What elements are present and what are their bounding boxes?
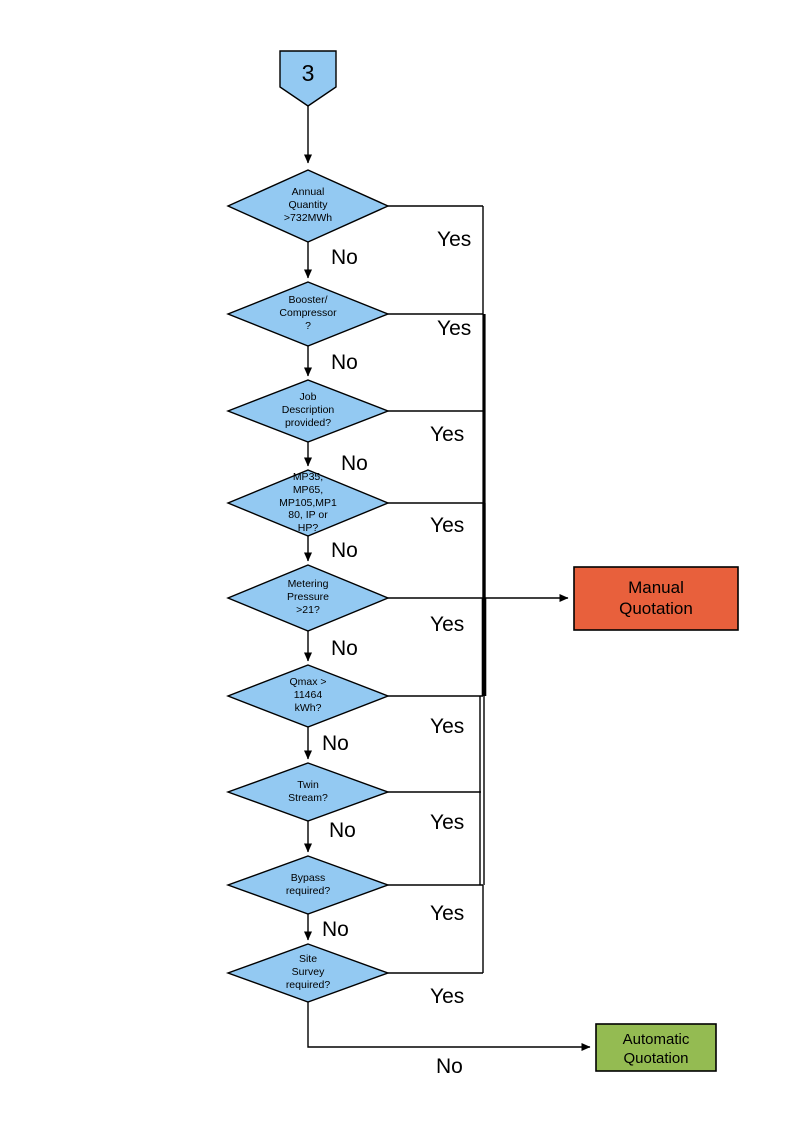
branch-label-yes-mp-pressure-tier: Yes <box>430 514 465 537</box>
decision-booster-compressor-shape <box>226 281 390 347</box>
branch-label-yes-qmax: Yes <box>430 715 465 738</box>
branch-label-yes-bypass-required: Yes <box>430 902 465 925</box>
terminal-automatic-quotation-shape <box>595 1023 717 1072</box>
start-connector-label: 3 <box>301 60 315 86</box>
decision-annual-quantity-shape <box>226 169 390 243</box>
terminal-automatic-quotation-label: Automatic Quotation <box>622 1031 690 1067</box>
decision-job-description-shape <box>226 379 390 443</box>
branch-label-no-annual-quantity: No <box>331 246 358 269</box>
branch-label-yes-job-description: Yes <box>430 423 465 446</box>
branch-label-no-twin-stream: No <box>329 819 356 842</box>
start-connector-shape <box>279 50 337 107</box>
branch-label-no-booster-compressor: No <box>331 351 358 374</box>
edge-no-site-survey-to-automatic <box>307 1002 591 1051</box>
decision-mp-pressure-tier-shape <box>226 469 390 537</box>
branch-label-yes-twin-stream: Yes <box>430 811 465 834</box>
branch-label-yes-annual-quantity: Yes <box>437 228 472 251</box>
branch-label-yes-site-survey: Yes <box>430 985 465 1008</box>
decision-site-survey-shape <box>225 943 391 1003</box>
terminal-manual-quotation-label: Manual Quotation <box>619 578 693 619</box>
branch-label-no-bypass-required: No <box>322 918 349 941</box>
terminal-manual-quotation-shape <box>573 566 739 631</box>
decision-bypass-required-shape <box>225 855 391 915</box>
branch-label-no-qmax: No <box>322 732 349 755</box>
branch-label-no-mp-pressure-tier: No <box>331 539 358 562</box>
decision-twin-stream-shape <box>225 762 391 822</box>
branch-label-no-metering-pressure: No <box>331 637 358 660</box>
branch-label-no-job-description: No <box>341 452 368 475</box>
decision-metering-pressure-shape <box>226 564 390 632</box>
branch-label-yes-metering-pressure: Yes <box>430 613 465 636</box>
decision-qmax-shape <box>226 664 390 728</box>
branch-label-no-site-survey: No <box>436 1055 463 1078</box>
branch-label-yes-booster-compressor: Yes <box>437 317 472 340</box>
